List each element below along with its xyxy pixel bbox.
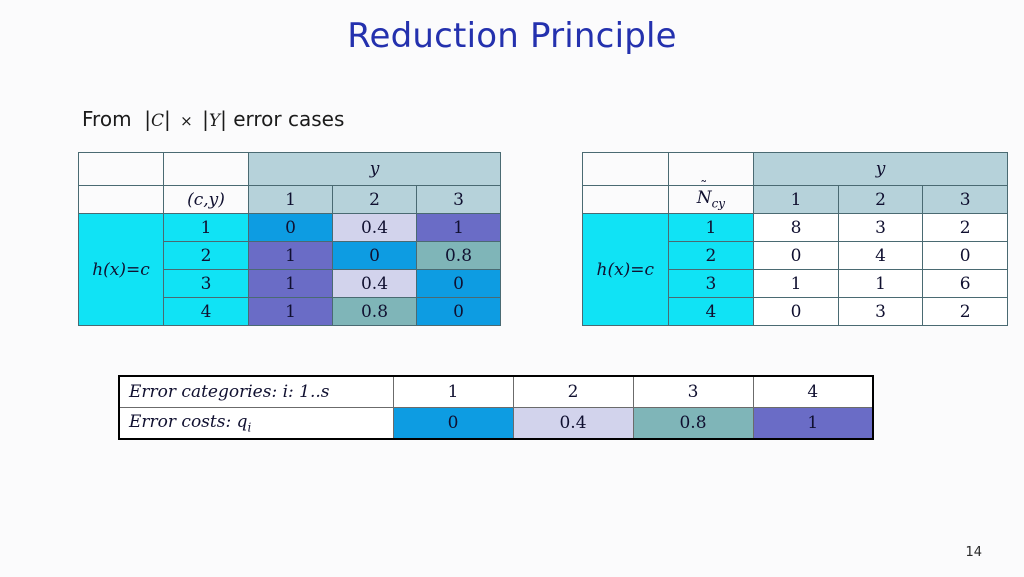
matrix-left-column-header-row: (c,y) 1 2 3 [78,185,502,214]
matrix-cell: 1 [837,269,924,298]
column-header: 1 [753,185,839,214]
table-row: 2 0 4 0 [583,241,1008,270]
spacer-cell [582,185,669,214]
matrix-cell: 2 [922,213,1008,242]
row-header: 3 [163,269,249,298]
matrix-right-side-label: h(x)=c [582,213,669,326]
matrix-right-group-header-row: y [582,152,1008,186]
matrix-cell: 1 [753,269,839,298]
n-subscript: cy [711,196,726,211]
set-y-symbol: Y [208,111,221,131]
matrix-cell: 0 [415,269,502,298]
cost-cell: 0 [392,407,514,440]
category-cell: 2 [512,375,634,408]
spacer-cell [667,152,755,186]
spacer-cell [78,152,164,186]
matrix-cell: 0 [753,297,839,326]
column-group-header-y: y [753,152,1008,186]
matrix-cell: 6 [922,269,1008,298]
column-header: 2 [332,185,417,214]
spacer-cell [582,152,669,186]
matrix-left-group-header-row: y [78,152,502,186]
column-header: 3 [415,185,502,214]
category-cell: 1 [392,375,514,408]
n-symbol: N [696,188,712,209]
table-row: h(x)=c 1 8 3 2 [582,213,1008,326]
cost-cell: 0.8 [632,407,754,440]
table-row: h(x)=c 1 0 0.4 1 [78,213,502,326]
category-cell: 3 [632,375,754,408]
error-categories-label: Error categories: i: 1..s [118,375,394,408]
matrix-cell: 0.8 [415,241,502,270]
matrix-cell: 1 [248,297,333,326]
spacer-cell [78,185,164,214]
q-symbol: q [236,411,248,432]
matrix-cell: 0.4 [332,269,417,298]
matrix-right-corner-label: ˜Ncy [667,179,755,214]
category-cell: 4 [752,375,874,408]
row-header: 3 [667,269,755,298]
matrix-left-side-label: h(x)=c [78,213,164,326]
matrix-cell: 0 [248,213,333,242]
column-group-header-y: y [247,152,502,186]
error-costs-label-text: Error costs: [129,411,237,432]
count-matrix-table: y ˜Ncy 1 2 3 h(x)=c 1 8 3 2 2 [582,152,1008,326]
tilde-accent-icon: ˜ [700,179,708,196]
matrix-cell: 0.4 [332,213,417,242]
cost-matrix-table: y (c,y) 1 2 3 h(x)=c 1 0 0.4 1 2 1 0 0.8 [78,152,502,326]
matrix-left-corner-label: (c,y) [163,185,249,214]
matrix-cell: 0.8 [332,297,417,326]
matrix-cell: 2 [922,297,1008,326]
abs-bar-close-c: | [164,107,171,131]
table-row: 3 1 1 6 [583,269,1008,298]
table-row: Error categories: i: 1..s 1 2 3 4 [118,375,874,408]
times-icon: × [180,112,193,130]
column-header: 2 [837,185,924,214]
row-header: 1 [163,213,249,242]
row-header: 2 [667,241,755,270]
matrix-cell: 4 [837,241,924,270]
matrix-cell: 0 [332,241,417,270]
matrix-cell: 0 [753,241,839,270]
page-title: Reduction Principle [347,16,677,56]
subtitle-suffix: error cases [233,107,345,131]
matrix-right-column-header-row: ˜Ncy 1 2 3 [582,179,1008,214]
matrix-cell: 0 [922,241,1008,270]
subtitle-line: From |C| × |Y| error cases [82,107,344,131]
table-row: 4 0 3 2 [583,297,1008,326]
row-header: 1 [667,213,755,242]
row-header: 4 [163,297,249,326]
table-row: 4 1 0.8 0 [79,297,502,326]
error-costs-label: Error costs: qi [118,407,394,440]
matrix-cell: 1 [415,213,502,242]
matrix-cell: 0 [415,297,502,326]
error-cost-table: Error categories: i: 1..s 1 2 3 4 Error … [118,375,874,440]
set-c-symbol: C [151,111,165,131]
abs-bar-open-c: | [137,107,152,131]
row-header: 2 [163,241,249,270]
matrix-cell: 8 [753,213,839,242]
table-row: Error costs: qi 0 0.4 0.8 1 [118,407,874,440]
page-number: 14 [965,545,982,560]
abs-bar-open-y: | [202,107,209,131]
subtitle-prefix: From [82,107,132,131]
matrix-cell: 3 [837,213,924,242]
row-header: 4 [667,297,755,326]
matrix-cell: 1 [248,241,333,270]
cost-cell: 1 [752,407,874,440]
q-subscript: i [247,420,252,435]
column-header: 1 [248,185,333,214]
spacer-cell [163,152,249,186]
matrix-cell: 3 [837,297,924,326]
matrix-cell: 1 [248,269,333,298]
column-header: 3 [922,185,1008,214]
abs-bar-close-y: | [220,107,227,131]
cost-cell: 0.4 [512,407,634,440]
table-row: 2 1 0 0.8 [79,241,502,270]
